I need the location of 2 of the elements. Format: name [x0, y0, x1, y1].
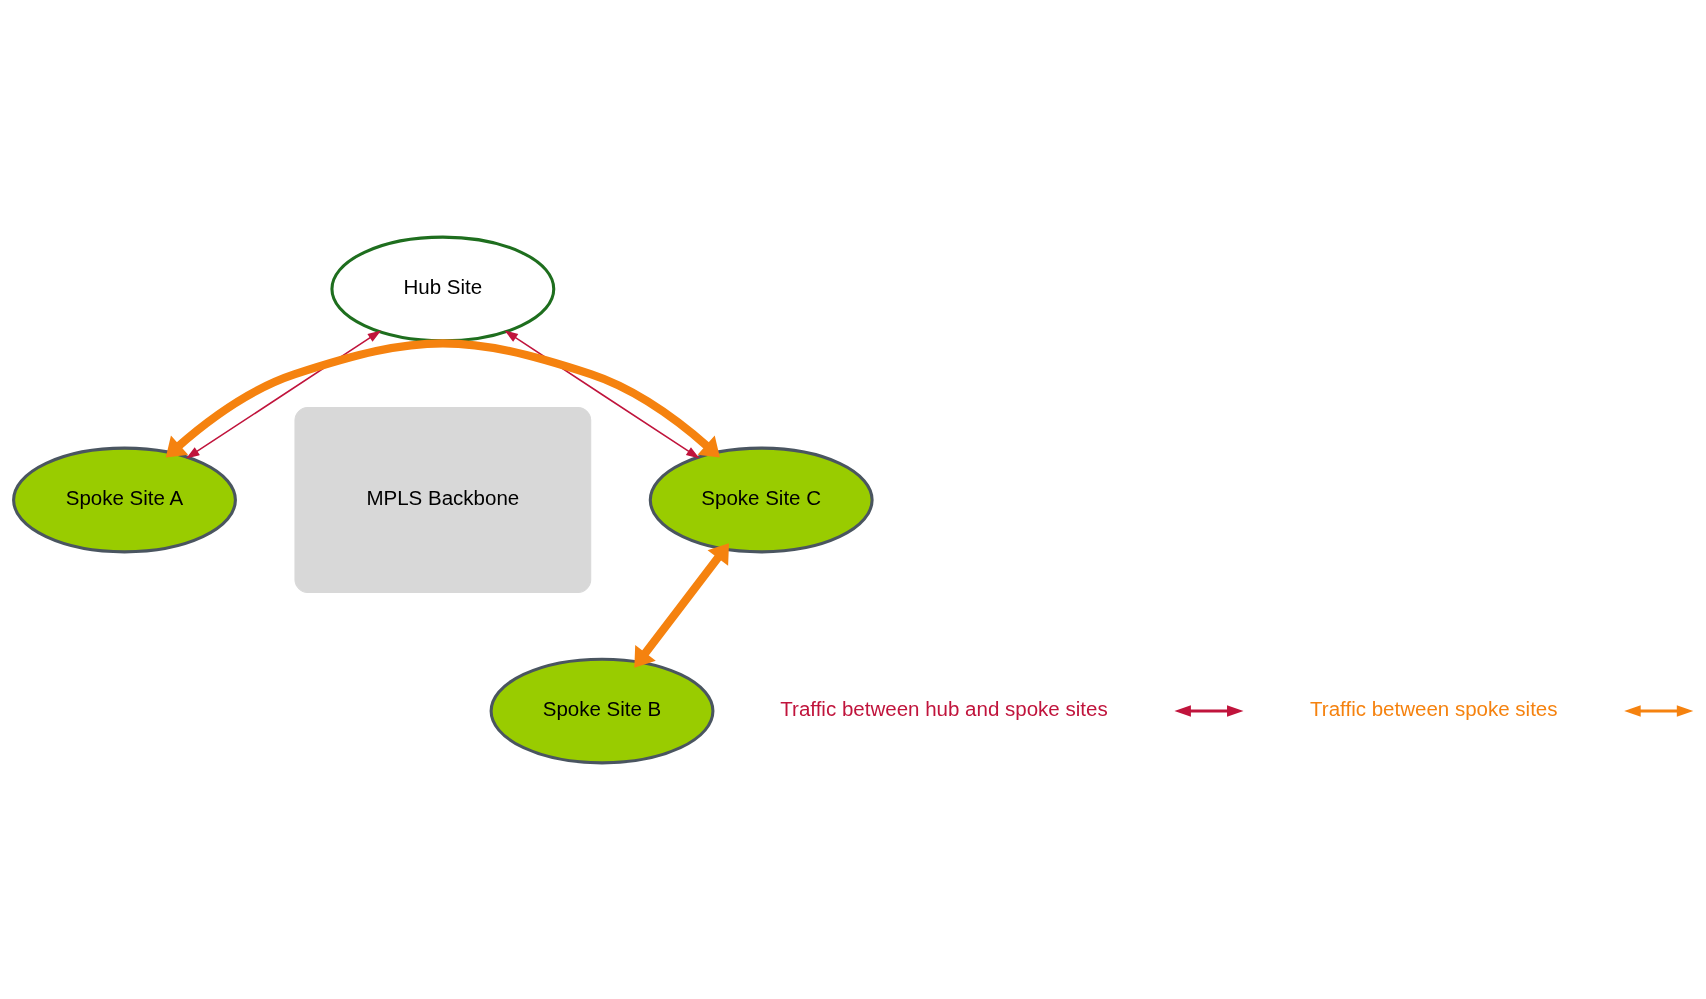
- legend-label: Traffic between spoke sites: [1310, 696, 1558, 720]
- legend-label: Traffic between hub and spoke sites: [780, 696, 1108, 720]
